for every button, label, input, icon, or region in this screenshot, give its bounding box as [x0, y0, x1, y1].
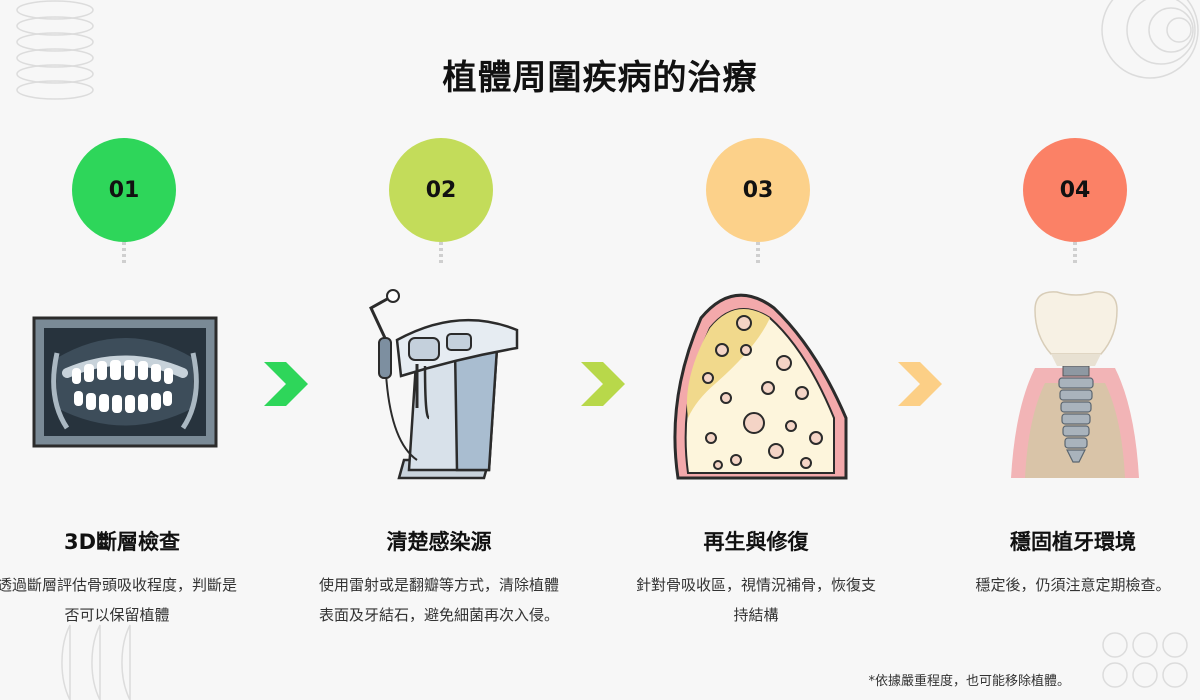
step-description: 穩定後，仍須注意定期檢查。	[975, 576, 1171, 594]
step-number-badge: 04	[1023, 138, 1127, 242]
decorative-arcs-icon	[61, 624, 131, 700]
step-number: 03	[742, 177, 774, 203]
step-description: 透過斷層評估骨頭吸收程度，判斷是否可以保留植體	[0, 576, 237, 624]
chevron-right-icon	[898, 362, 942, 406]
step-number-badge: 01	[72, 138, 176, 242]
connector-line	[756, 242, 760, 264]
step-title: 3D斷層檢查	[63, 530, 181, 554]
step-number: 04	[1059, 177, 1091, 203]
connector-line	[1073, 242, 1077, 264]
bone-icon	[673, 293, 848, 480]
step-number-badge: 02	[389, 138, 493, 242]
connector-line	[439, 242, 443, 264]
footnote: *依據嚴重程度，也可能移除植體。	[868, 674, 1070, 689]
connector-line	[122, 242, 126, 264]
dental-unit-icon	[369, 289, 519, 480]
step-description: 針對骨吸收區，視情況補骨，恢復支持結構	[636, 576, 877, 624]
step-number-badge: 03	[706, 138, 810, 242]
decorative-loops-icon	[1102, 632, 1188, 688]
decorative-circles-icon	[1101, 0, 1199, 79]
step-description: 使用雷射或是翻瓣等方式，清除植體表面及牙結石，避免細菌再次入侵。	[318, 576, 559, 624]
step-title: 穩固植牙環境	[1010, 530, 1136, 554]
step-number: 02	[425, 177, 457, 203]
decorative-rings-icon	[16, 0, 94, 100]
chevron-right-icon	[264, 362, 308, 406]
xray-icon	[32, 316, 218, 448]
implant-icon	[1011, 291, 1139, 478]
chevron-right-icon	[581, 362, 625, 406]
step-number: 01	[108, 177, 140, 203]
step-title: 再生與修復	[703, 530, 809, 554]
step-title: 清楚感染源	[386, 530, 492, 554]
page-title: 植體周圍疾病的治療	[442, 58, 758, 98]
